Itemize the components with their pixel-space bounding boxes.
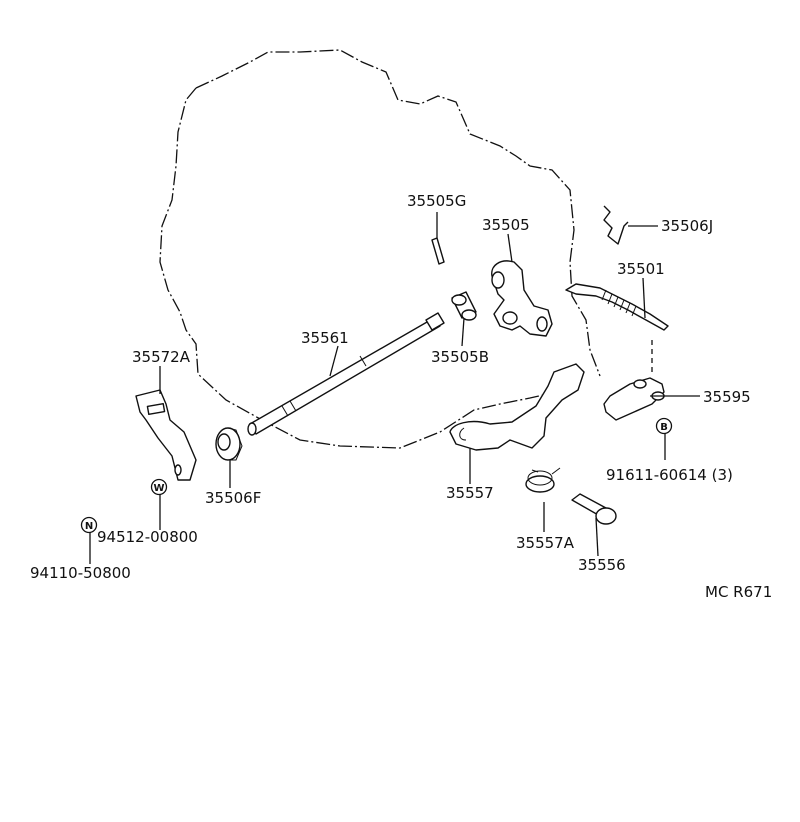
part-label-35501: 35501 [617,260,665,278]
transmission-case-outline [159,49,601,449]
part-label-35505B: 35505B [431,348,489,366]
shift-fork [449,363,585,451]
part-label-35505: 35505 [482,216,530,234]
nut-badge: N [80,516,98,534]
washer-badge: W [150,478,168,496]
bushing [451,291,477,321]
part-label-35506J: 35506J [661,217,713,235]
part-label-35506F: 35506F [205,489,261,507]
leader-lines [89,212,700,564]
svg-text:W: W [153,483,164,494]
shaft-bushing [215,427,243,461]
control-cable [565,283,669,331]
part-label-35572A: 35572A [132,348,191,366]
spring-pin [431,237,445,265]
retaining-clip [603,205,629,245]
lever-bracket [135,389,197,481]
part-label-35561: 35561 [301,329,349,347]
part-label-35557: 35557 [446,484,494,502]
svg-text:B: B [660,422,668,433]
part-label-35556: 35556 [578,556,626,574]
shift-shaft [247,312,445,436]
part-label-94110-50800: 94110-50800 [30,564,131,582]
part-label-35595: 35595 [703,388,751,406]
part-label-35557A: 35557A [516,534,575,552]
bolt-badge: B [655,417,673,435]
torsion-spring [525,467,561,493]
part-label-35505G: 35505G [407,192,466,210]
part-label-94512-00800: 94512-00800 [97,528,198,546]
part-label-91611-60614: 91611-60614 (3) [606,466,733,484]
pivot-pin [571,493,617,525]
diagram-code: MC R671 [705,583,772,601]
svg-text:N: N [85,521,93,532]
shift-lever [491,260,553,337]
cable-bracket [603,377,665,421]
